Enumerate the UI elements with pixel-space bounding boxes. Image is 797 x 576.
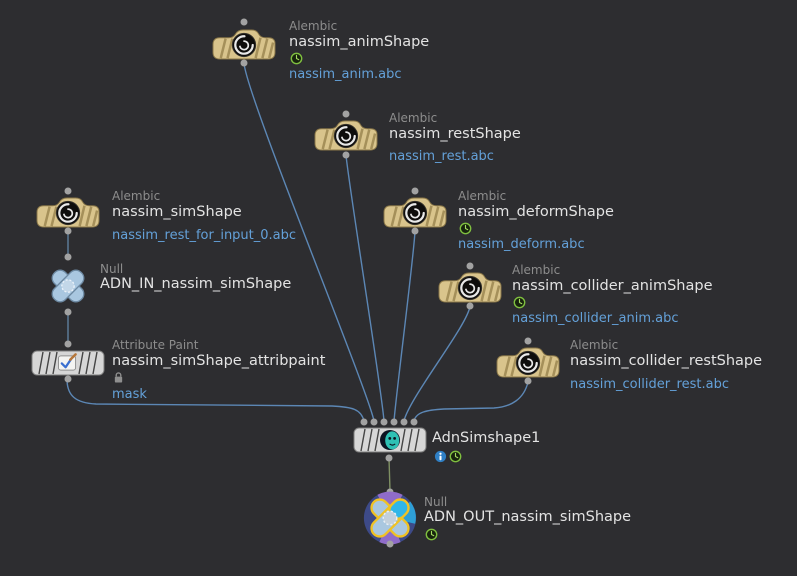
node-name-label: ADN_IN_nassim_simShape bbox=[100, 276, 292, 292]
output-connector[interactable] bbox=[385, 454, 393, 462]
alembic-node-icon[interactable] bbox=[492, 347, 564, 378]
file-label: nassim_anim.abc bbox=[289, 67, 402, 82]
input-connector[interactable] bbox=[524, 337, 532, 345]
node-name-label: AdnSimshape1 bbox=[432, 430, 541, 446]
wire-deform-to-adnsimshape[interactable] bbox=[393, 230, 416, 422]
input-connector[interactable] bbox=[342, 110, 350, 118]
paint-brush-icon bbox=[57, 353, 78, 372]
node-name-label: nassim_collider_animShape bbox=[512, 278, 713, 294]
alembic-node-icon[interactable] bbox=[434, 272, 506, 303]
time-dependent-clock-icon bbox=[459, 222, 472, 235]
time-dependent-clock-icon bbox=[425, 528, 438, 541]
alembic-node-icon[interactable] bbox=[208, 29, 280, 60]
time-dependent-clock-icon bbox=[290, 52, 303, 65]
node-name-label: nassim_collider_restShape bbox=[570, 353, 763, 369]
node-name-label: nassim_deformShape bbox=[458, 204, 614, 220]
output-connector[interactable] bbox=[411, 227, 419, 235]
input-connector[interactable] bbox=[466, 262, 474, 270]
file-label: nassim_collider_anim.abc bbox=[512, 311, 679, 326]
node-type-label: Alembic bbox=[458, 189, 507, 203]
null-node-icon[interactable] bbox=[45, 263, 91, 309]
output-connector[interactable] bbox=[386, 540, 394, 548]
file-label: nassim_collider_rest.abc bbox=[570, 377, 729, 392]
file-label: nassim_rest_for_input_0.abc bbox=[112, 228, 297, 243]
file-label: nassim_deform.abc bbox=[458, 237, 585, 252]
output-connector[interactable] bbox=[64, 227, 72, 235]
node-name-label: nassim_restShape bbox=[389, 126, 521, 142]
node-type-label: Alembic bbox=[289, 19, 338, 33]
wire-collideranim-to-adnsimshape[interactable] bbox=[403, 305, 471, 422]
alembic-node-icon[interactable] bbox=[310, 120, 382, 151]
node-type-label: Null bbox=[100, 262, 124, 276]
output-connector[interactable] bbox=[64, 308, 72, 316]
info-badge-icon[interactable] bbox=[434, 450, 447, 463]
file-label: nassim_rest.abc bbox=[389, 149, 494, 164]
node-type-label: Alembic bbox=[389, 111, 438, 125]
node-type-label: Alembic bbox=[570, 338, 619, 352]
output-connector[interactable] bbox=[524, 377, 532, 385]
input-connector-6[interactable] bbox=[410, 418, 418, 426]
null-node-display-icon[interactable] bbox=[361, 489, 419, 547]
lock-icon bbox=[113, 371, 124, 384]
input-connector-2[interactable] bbox=[370, 418, 378, 426]
node-type-label: Attribute Paint bbox=[112, 338, 199, 352]
input-connector[interactable] bbox=[240, 18, 248, 26]
wire-attribpaint-to-adnsimshape[interactable] bbox=[66, 378, 365, 422]
node-name-label: nassim_simShape bbox=[112, 204, 242, 220]
output-connector[interactable] bbox=[342, 151, 350, 159]
input-connector[interactable] bbox=[411, 187, 419, 195]
wire-colliderrest-to-adnsimshape[interactable] bbox=[413, 381, 529, 422]
output-connector[interactable] bbox=[466, 302, 474, 310]
wire-rest-to-adnsimshape[interactable] bbox=[345, 154, 385, 422]
node-name-label: nassim_animShape bbox=[289, 34, 430, 50]
time-dependent-clock-icon bbox=[449, 450, 462, 463]
output-connector[interactable] bbox=[240, 59, 248, 67]
wire-anim-to-adnsimshape[interactable] bbox=[243, 62, 375, 422]
alembic-node-icon[interactable] bbox=[32, 197, 104, 228]
face-mask-icon bbox=[379, 429, 401, 451]
input-connector-1[interactable] bbox=[360, 418, 368, 426]
visualizer-label: mask bbox=[112, 387, 147, 402]
input-connector[interactable] bbox=[64, 187, 72, 195]
node-type-label: Alembic bbox=[112, 189, 161, 203]
input-connector[interactable] bbox=[64, 253, 72, 261]
time-dependent-clock-icon bbox=[513, 296, 526, 309]
input-connector-4[interactable] bbox=[390, 418, 398, 426]
input-connector[interactable] bbox=[64, 340, 72, 348]
input-connector-3[interactable] bbox=[380, 418, 388, 426]
node-type-label: Alembic bbox=[512, 263, 561, 277]
node-name-label: nassim_simShape_attribpaint bbox=[112, 353, 326, 369]
wire-adnsimshape-to-nullout[interactable] bbox=[388, 457, 391, 492]
output-connector[interactable] bbox=[64, 375, 72, 383]
node-name-label: ADN_OUT_nassim_simShape bbox=[424, 509, 632, 525]
alembic-node-icon[interactable] bbox=[379, 197, 451, 228]
input-connector-5[interactable] bbox=[400, 418, 408, 426]
node-type-label: Null bbox=[424, 495, 448, 509]
